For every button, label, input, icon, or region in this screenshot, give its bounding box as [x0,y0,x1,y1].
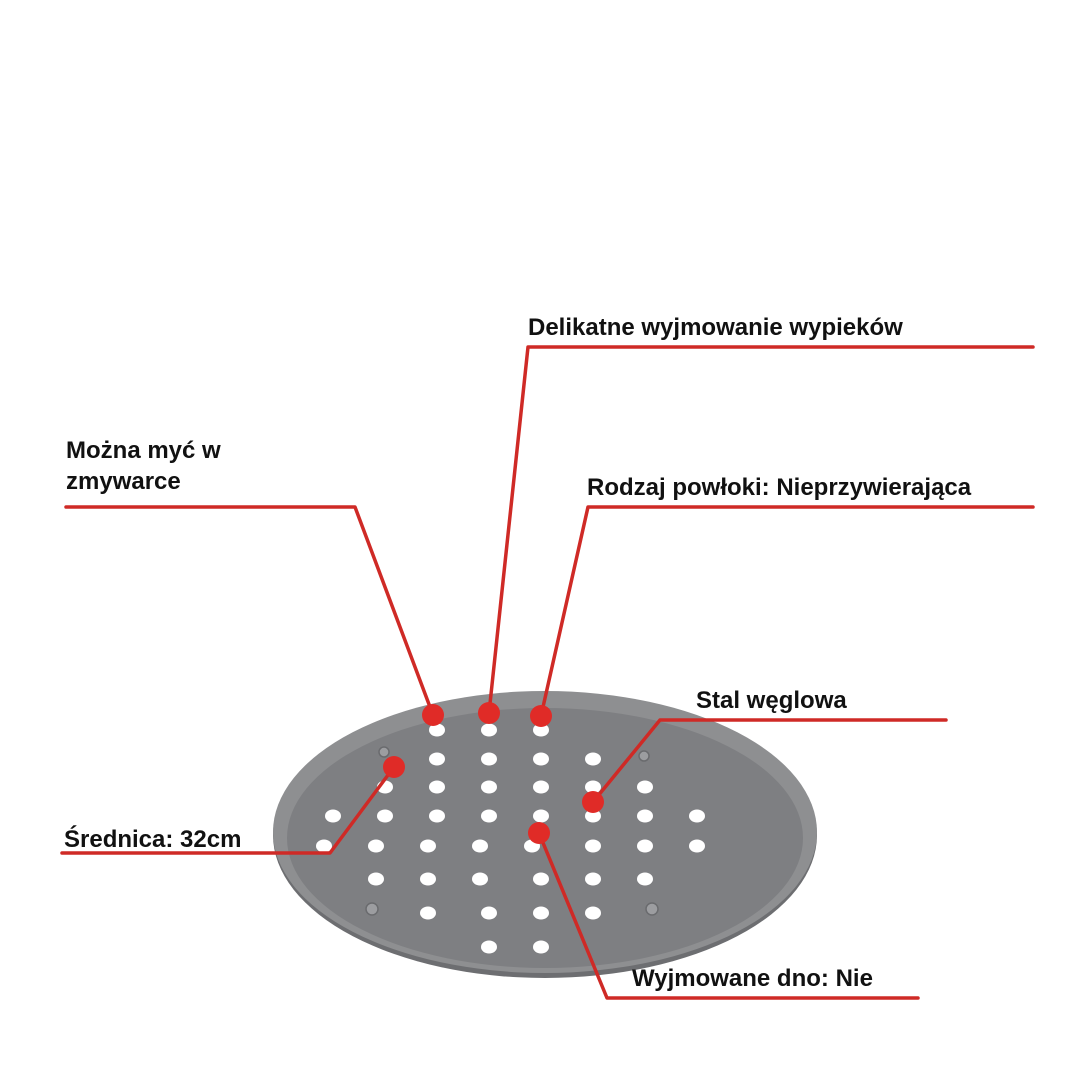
pan-hole [533,872,549,886]
pan-hole [472,839,488,853]
rivet [638,750,650,762]
marker-dot-bottom [528,822,550,844]
callout-label-dishwasher: Można myć w zmywarce [66,437,221,495]
pizza-pan [273,691,817,978]
pan-hole [689,839,705,853]
leader-line-coating [539,505,1035,718]
pan-hole [637,839,653,853]
pan-hole [368,839,384,853]
pan-hole [689,809,705,823]
pan-hole [429,809,445,823]
callout-label-material: Stal węglowa [696,687,847,714]
pan-hole [420,906,436,920]
pan-hole [585,839,601,853]
callout-label-diameter: Średnica: 32cm [64,826,242,853]
pan-hole [585,780,601,794]
pan-hole [481,940,497,954]
pan-hole [481,780,497,794]
callout-label-removal: Delikatne wyjmowanie wypieków [528,314,903,341]
callout-markers [383,702,604,844]
pan-hole [533,940,549,954]
rivet [645,902,659,916]
pan-hole [420,839,436,853]
pan-hole [533,809,549,823]
leader-line-dishwasher [64,505,435,717]
rivet [378,746,390,758]
marker-dot-removal [478,702,500,724]
pan-hole [368,872,384,886]
pan-hole [585,752,601,766]
pan-hole [585,809,601,823]
pan-hole [481,752,497,766]
pan-hole [481,809,497,823]
marker-dot-coating [530,705,552,727]
leader-line-material [591,718,948,804]
pan-hole [533,780,549,794]
pan-hole [429,780,445,794]
pan-hole [429,723,445,737]
leader-line-removal [487,345,1035,715]
pan-holes [316,723,705,954]
leader-line-bottom [537,831,920,1000]
marker-dot-diameter [383,756,405,778]
marker-dot-dishwasher [422,704,444,726]
callout-label-bottom: Wyjmowane dno: Nie [632,965,873,992]
marker-dot-material [582,791,604,813]
rivet [365,902,379,916]
callout-leaders [60,345,1035,1000]
pan-hole [481,723,497,737]
pan-hole [429,752,445,766]
pan-hole [637,872,653,886]
pan-hole [316,839,332,853]
callout-label-coating: Rodzaj powłoki: Nieprzywierająca [587,474,972,501]
pan-hole [472,872,488,886]
pan-hole [533,752,549,766]
pan-hole [420,872,436,886]
pan-hole [325,809,341,823]
pan-hole [377,809,393,823]
pan-hole [637,780,653,794]
pan-hole [585,872,601,886]
pan-hole [585,906,601,920]
pan-hole [533,723,549,737]
leader-line-diameter [60,765,396,855]
pan-hole [533,906,549,920]
pan-hole [637,809,653,823]
pan-hole [481,906,497,920]
